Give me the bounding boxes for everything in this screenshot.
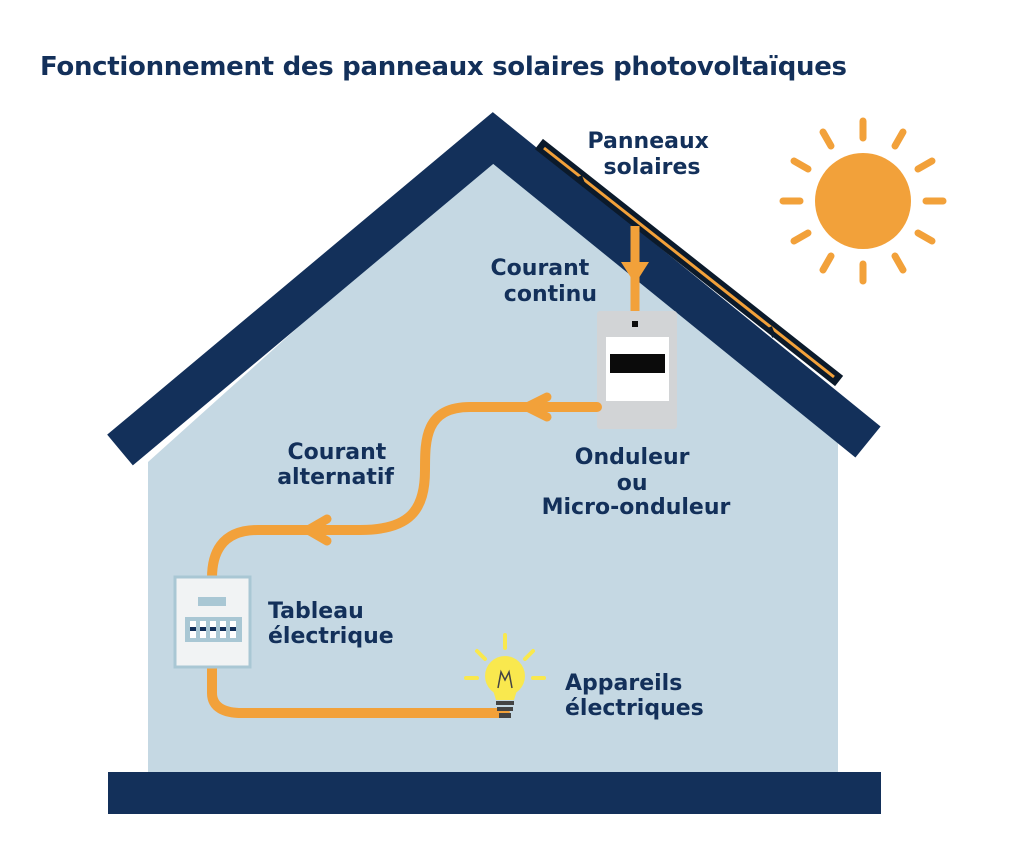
house-wall: [148, 152, 838, 790]
dc-current-arrow: [621, 226, 649, 314]
label-panneaux-solaires: Panneaux solaires: [588, 129, 717, 180]
label-dc-line1: Courant: [491, 256, 590, 281]
house-roof: [107, 112, 881, 466]
label-dc-line2: continu: [504, 282, 597, 307]
label-onduleur: Onduleur ou Micro-onduleur: [542, 445, 731, 520]
ac-current-path: [207, 402, 602, 583]
label-tableau-electrique: Tableau électrique: [268, 599, 394, 649]
breaker-box-icon: [173, 575, 252, 669]
appliance-feed-path: [207, 661, 510, 718]
label-panneaux-line1: Panneaux: [588, 129, 709, 154]
ac-direction-arrow-upper: [522, 392, 552, 422]
label-ac-line1: Courant: [288, 440, 387, 465]
diagram-title: Fonctionnement des panneaux solaires pho…: [40, 52, 847, 82]
label-appareils-line2: électriques: [565, 696, 704, 721]
inverter-icon: [597, 311, 677, 429]
label-courant-alternatif: Courant alternatif: [277, 440, 394, 490]
lightbulb-icon: [464, 633, 546, 718]
sun-icon: [779, 117, 947, 285]
label-ac-line2: alternatif: [277, 465, 394, 490]
label-tableau-line2: électrique: [268, 624, 394, 649]
label-panneaux-line2: solaires: [603, 155, 700, 180]
solar-panel: [534, 138, 844, 387]
ac-direction-arrow-lower: [303, 514, 332, 546]
label-appareils-electriques: Appareils électriques: [565, 671, 704, 721]
label-courant-continu: Courant continu: [491, 256, 597, 307]
label-onduleur-line1: Onduleur: [575, 445, 690, 470]
label-appareils-line1: Appareils: [565, 671, 682, 696]
label-onduleur-line3: Micro-onduleur: [542, 495, 731, 520]
label-tableau-line1: Tableau: [268, 599, 364, 624]
house-foundation: [108, 772, 881, 814]
label-onduleur-line2: ou: [617, 471, 648, 496]
